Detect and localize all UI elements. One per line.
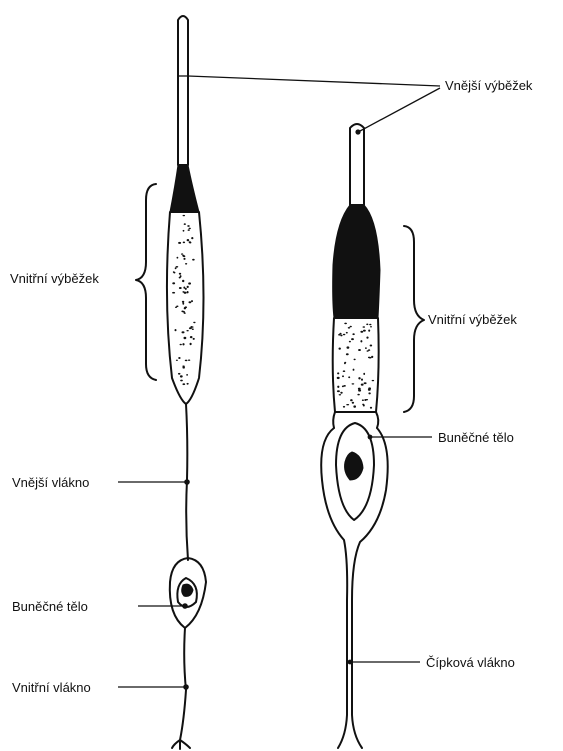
cone-inner-segment	[333, 318, 379, 412]
label-cell-body-rod: Buněčné tělo	[12, 599, 88, 614]
rod-inner-segment-brace	[136, 184, 156, 380]
label-inner-fiber: Vnitřní vlákno	[12, 680, 91, 695]
cone-nucleus	[345, 452, 363, 480]
cone-cell	[321, 124, 388, 748]
rod-nucleolus	[182, 584, 193, 596]
rod-dark-cap	[170, 165, 199, 212]
cone-ellipsoid	[333, 205, 380, 318]
rod-outer-segment	[178, 16, 188, 165]
outer-segment-leader-rod	[188, 76, 440, 86]
cone-inner-segment-neck	[333, 412, 378, 428]
label-cone-fiber: Čípková vlákno	[426, 655, 515, 670]
label-cell-body-cone: Buněčné tělo	[438, 430, 514, 445]
cone-inner-segment-brace	[404, 226, 424, 412]
rod-inner-fiber	[180, 628, 186, 740]
cone-outer-segment-dot	[355, 129, 360, 134]
outer-segment-leader-cone	[360, 88, 440, 131]
rod-terminal	[172, 740, 190, 749]
rod-stipple	[172, 215, 195, 385]
cone-stipple	[337, 323, 375, 409]
label-outer-fiber: Vnější vlákno	[12, 475, 89, 490]
cone-outer-segment	[350, 124, 364, 205]
label-inner-segment-cone: Vnitřní výběžek	[428, 312, 517, 327]
label-inner-segment-rod: Vnitřní výběžek	[10, 271, 99, 286]
rod-cell	[167, 16, 206, 749]
label-outer-segment: Vnější výběžek	[445, 78, 533, 93]
